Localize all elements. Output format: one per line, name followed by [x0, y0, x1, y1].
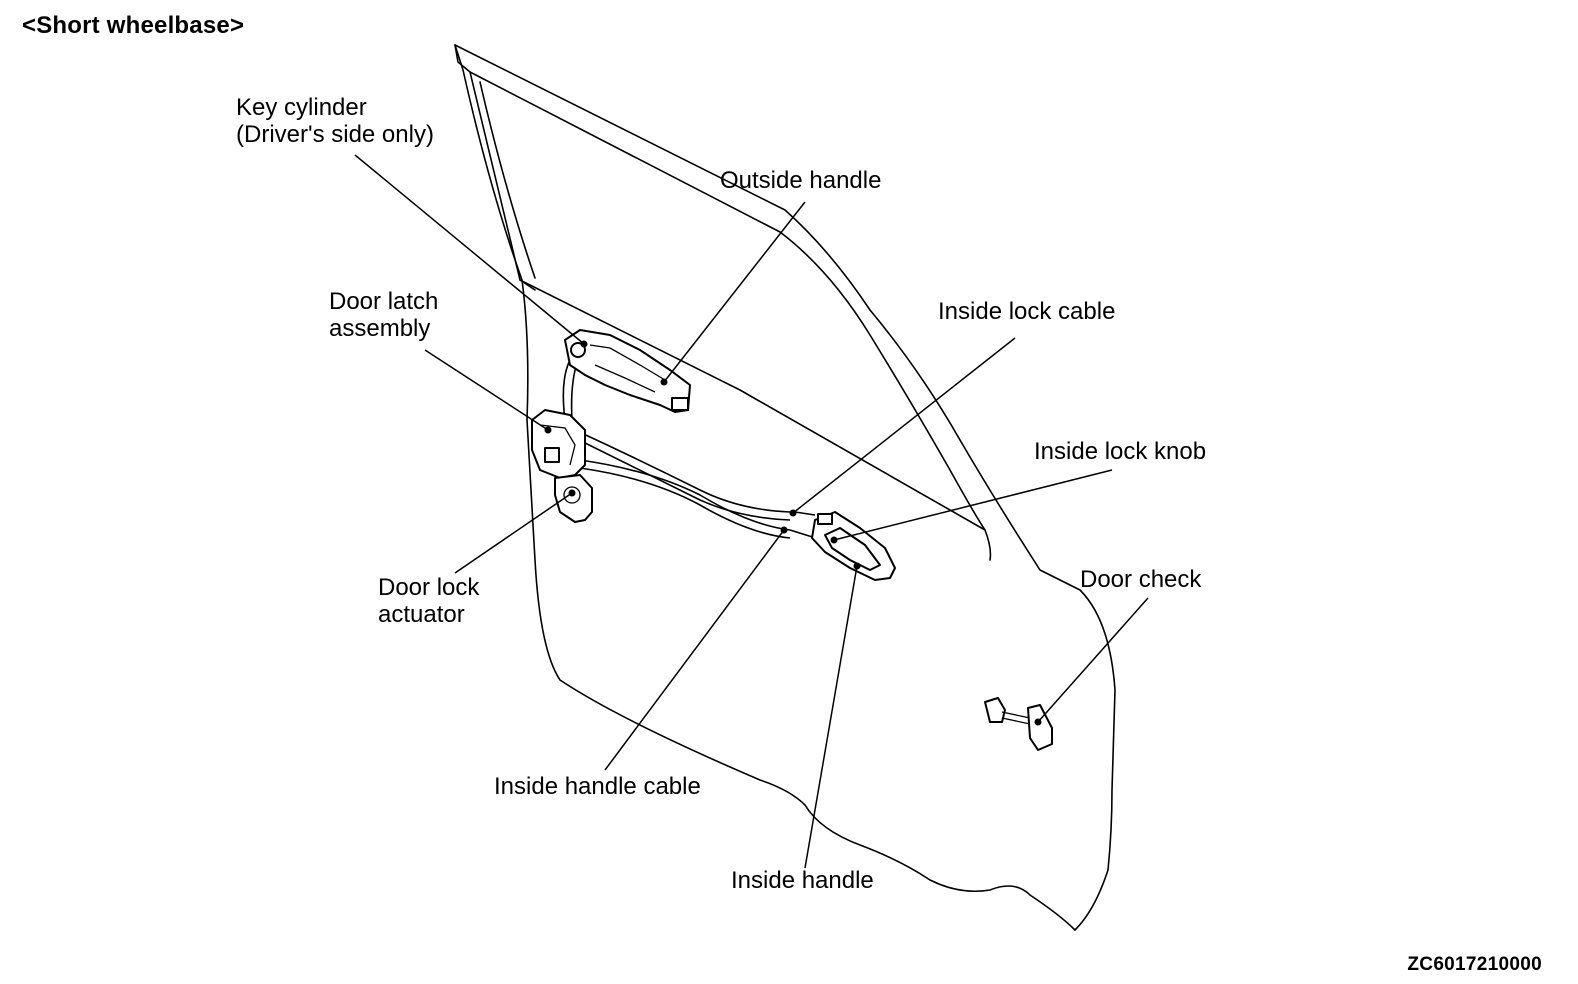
label-door-lock-actuator-line2: actuator	[378, 601, 465, 628]
label-key-cylinder-line2: (Driver's side only)	[236, 121, 434, 148]
label-key-cylinder: Key cylinder (Driver's side only)	[236, 94, 434, 148]
door-check-part	[984, 697, 1053, 751]
label-key-cylinder-line1: Key cylinder	[236, 94, 367, 121]
door-lock-actuator-part	[554, 474, 593, 523]
inside-handle-part	[811, 511, 896, 581]
label-door-latch-assembly: Door latch assembly	[329, 288, 438, 342]
outside-handle-part	[564, 329, 691, 413]
leader-lines	[354, 154, 1149, 869]
label-inside-handle: Inside handle	[731, 867, 874, 894]
label-inside-handle-cable: Inside handle cable	[494, 773, 701, 800]
label-inside-lock-knob: Inside lock knob	[1034, 438, 1207, 465]
label-door-latch-line2: assembly	[329, 315, 431, 342]
label-door-lock-actuator-line1: Door lock	[378, 574, 480, 601]
door-panel-outline	[454, 44, 1116, 931]
leader-dots	[544, 340, 1042, 726]
label-door-check: Door check	[1080, 566, 1202, 593]
label-door-latch-line1: Door latch	[329, 288, 439, 315]
diagram-title: <Short wheelbase>	[22, 12, 245, 39]
label-inside-lock-cable: Inside lock cable	[938, 298, 1116, 325]
cable-bundle	[562, 359, 823, 541]
figure-code: ZC6017210000	[1407, 954, 1542, 975]
label-outside-handle: Outside handle	[720, 167, 882, 194]
door-latch-part	[531, 409, 586, 479]
label-door-lock-actuator: Door lock actuator	[378, 574, 479, 628]
